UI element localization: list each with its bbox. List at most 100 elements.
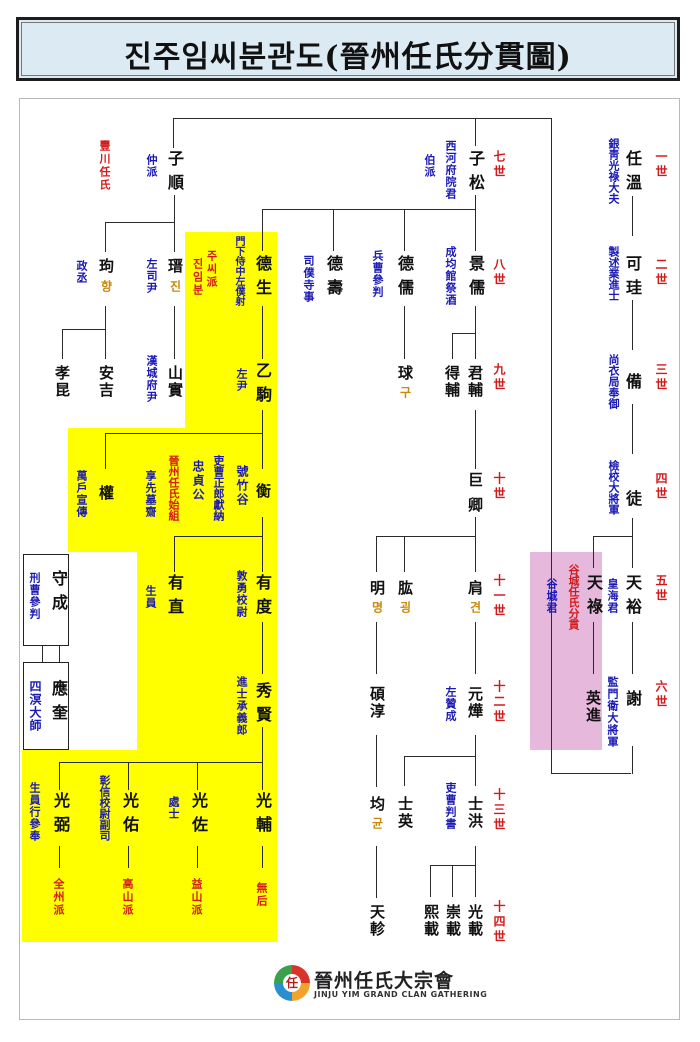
- person-gyeon: 肩: [466, 580, 484, 597]
- person-sayeong: 士英: [396, 796, 414, 830]
- person-myeong: 明: [368, 580, 386, 597]
- clan-logo-subtitle: JINJU YIM GRAND CLAN GATHERING: [314, 990, 488, 999]
- connector-line: [593, 536, 633, 537]
- note-ijo: 吏曹正郎獻納: [212, 455, 225, 521]
- person-wonyeop: 元燁: [466, 686, 484, 720]
- person-hyogon: 孝昆: [53, 365, 71, 399]
- connector-line: [475, 517, 476, 537]
- note-muhu: 無后: [255, 882, 268, 908]
- connector-line: [475, 209, 476, 251]
- person-gwangjo: 光弼: [51, 792, 70, 840]
- note-hyangseon: 享先墓齋: [144, 470, 157, 518]
- person-sansil: 山實: [166, 365, 184, 399]
- connector-line: [475, 536, 476, 572]
- person-cheonrok: 天祿: [584, 574, 603, 622]
- note-eulgu: 左尹: [235, 368, 248, 392]
- person-deukbo: 得輔: [443, 365, 461, 399]
- connector-line: [105, 433, 263, 434]
- note-gagyu: 製述業進士: [607, 246, 620, 301]
- hangul-myeong: 명: [370, 601, 384, 613]
- connector-line: [262, 517, 263, 537]
- person-jasun: 子順: [165, 150, 184, 198]
- page-title: 진주임씨분관도(晉州任氏分貫圖): [124, 40, 572, 75]
- person-cheollak: 天軫: [368, 904, 386, 938]
- note-deoksu: 司僕寺事: [302, 255, 315, 303]
- connector-line: [475, 622, 476, 674]
- connector-line: [262, 306, 263, 359]
- person-gwon: 權: [97, 485, 115, 502]
- person-imon: 任溫: [623, 150, 642, 198]
- note-cheonrok-2: 谷城君: [545, 578, 558, 614]
- connector-line: [475, 118, 476, 146]
- person-sungjae: 崇載: [444, 904, 462, 938]
- generation-label-r2: 二世: [654, 258, 668, 288]
- connector-line: [376, 536, 377, 572]
- note-jin: 左司尹: [145, 258, 158, 294]
- person-gyun: 均: [368, 796, 386, 813]
- note-do: 檢校大將軍: [607, 460, 620, 515]
- note-gwangjwa: 處士: [167, 796, 180, 820]
- person-deoksaeng: 德生: [253, 255, 272, 303]
- generation-label-10: 十世: [492, 472, 506, 502]
- connector-line: [475, 410, 476, 469]
- connector-line: [105, 306, 106, 330]
- connector-line: [174, 536, 263, 537]
- connector-line: [404, 756, 405, 786]
- person-yeongjin: 英進: [584, 690, 602, 724]
- note-jasun: 仲派: [145, 154, 158, 178]
- note-sansil: 漢城府尹: [145, 355, 158, 403]
- connector-line: [404, 536, 405, 572]
- yellow-region-right: [137, 552, 277, 750]
- generation-label-r4: 四世: [654, 472, 668, 502]
- person-suseong: 守成: [49, 570, 68, 618]
- connector-line: [404, 209, 405, 251]
- connector-line: [42, 646, 43, 662]
- clan-logo-name: 晉州任氏大宗會: [314, 970, 455, 992]
- note-cheonyu: 皇海君: [606, 578, 619, 614]
- hangul-gyun: 균: [370, 817, 384, 829]
- person-gwangu: 光佑: [120, 792, 139, 840]
- note-sahong: 吏曹判書: [444, 782, 457, 830]
- connector-line: [333, 209, 334, 251]
- generation-label-7: 七世: [492, 150, 506, 180]
- person-gwangjae: 光載: [466, 904, 484, 938]
- connector-line: [62, 329, 106, 330]
- connector-line: [173, 118, 174, 148]
- person-huijae: 熙載: [422, 904, 440, 938]
- person-jin: 瑨: [166, 258, 184, 275]
- note-gwangjo-2: 行參奉: [28, 806, 41, 842]
- generation-label-11: 十一世: [492, 574, 506, 619]
- hangul-gyeon: 견: [468, 601, 482, 613]
- person-hyeongsun: 碩淳: [368, 686, 386, 720]
- connector-line: [59, 762, 60, 790]
- connector-line: [475, 846, 476, 866]
- note-suseong: 刑曹參判: [28, 572, 41, 620]
- connector-line: [376, 622, 377, 674]
- connector-line: [452, 333, 476, 334]
- person-gwangjwa: 光佐: [189, 792, 208, 840]
- person-angil: 安吉: [97, 365, 115, 399]
- connector-line: [593, 622, 594, 674]
- connector-line: [105, 222, 106, 252]
- connector-line: [62, 329, 63, 359]
- generation-label-r5: 五世: [654, 574, 668, 604]
- connector-line: [174, 222, 175, 252]
- yellow-region-lower: [22, 750, 277, 942]
- hangul-goeng: 굉: [398, 601, 412, 613]
- note-suhyeon: 進士承義郎: [235, 676, 248, 736]
- note-jasong-2: 伯派: [423, 154, 436, 178]
- connector-line: [632, 746, 633, 774]
- note-cheonrok-1: 谷城任氏分貫: [567, 564, 580, 630]
- connector-line: [551, 773, 631, 774]
- connector-line: [632, 404, 633, 454]
- note-jusipa-2: 진임분: [191, 258, 204, 297]
- note-saengwon: 生員: [144, 585, 157, 609]
- connector-line: [430, 865, 476, 866]
- hangul-gu: 향: [99, 280, 113, 292]
- connector-line: [59, 846, 60, 868]
- note-gyeongyu: 成均館祭酒: [444, 246, 457, 306]
- note-gwangjo-1: 生員: [28, 782, 41, 806]
- connector-line: [128, 846, 129, 868]
- connector-line: [475, 306, 476, 334]
- note-jeonju-pa: 全州派: [52, 878, 65, 917]
